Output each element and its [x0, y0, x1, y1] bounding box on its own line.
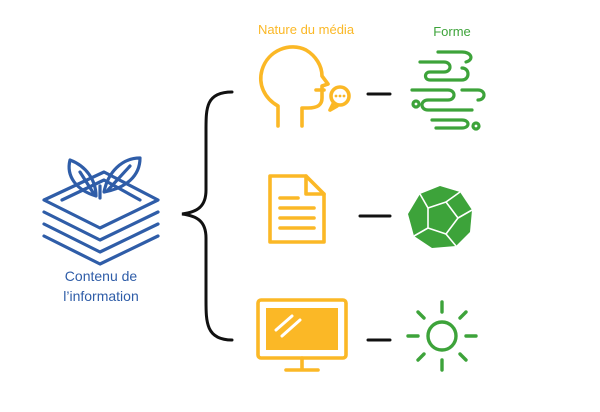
source-label-line2: l’information: [63, 288, 139, 304]
dodecahedron-icon: [408, 186, 473, 248]
curly-brace: [181, 90, 234, 342]
document-icon: [268, 174, 326, 244]
monitor-icon: [256, 298, 348, 372]
header-nature-du-media: Nature du média: [257, 22, 355, 37]
layered-stack-with-leaves-icon: [42, 156, 160, 266]
speaking-head-icon: [259, 45, 351, 128]
source-label: Contenu de l’information: [36, 266, 166, 306]
sun-rays-icon: [406, 300, 478, 372]
source-label-line1: Contenu de: [64, 268, 138, 284]
speech-dots: [334, 94, 346, 98]
squiggle-lines-icon: [410, 50, 486, 131]
header-forme: Forme: [433, 24, 471, 39]
